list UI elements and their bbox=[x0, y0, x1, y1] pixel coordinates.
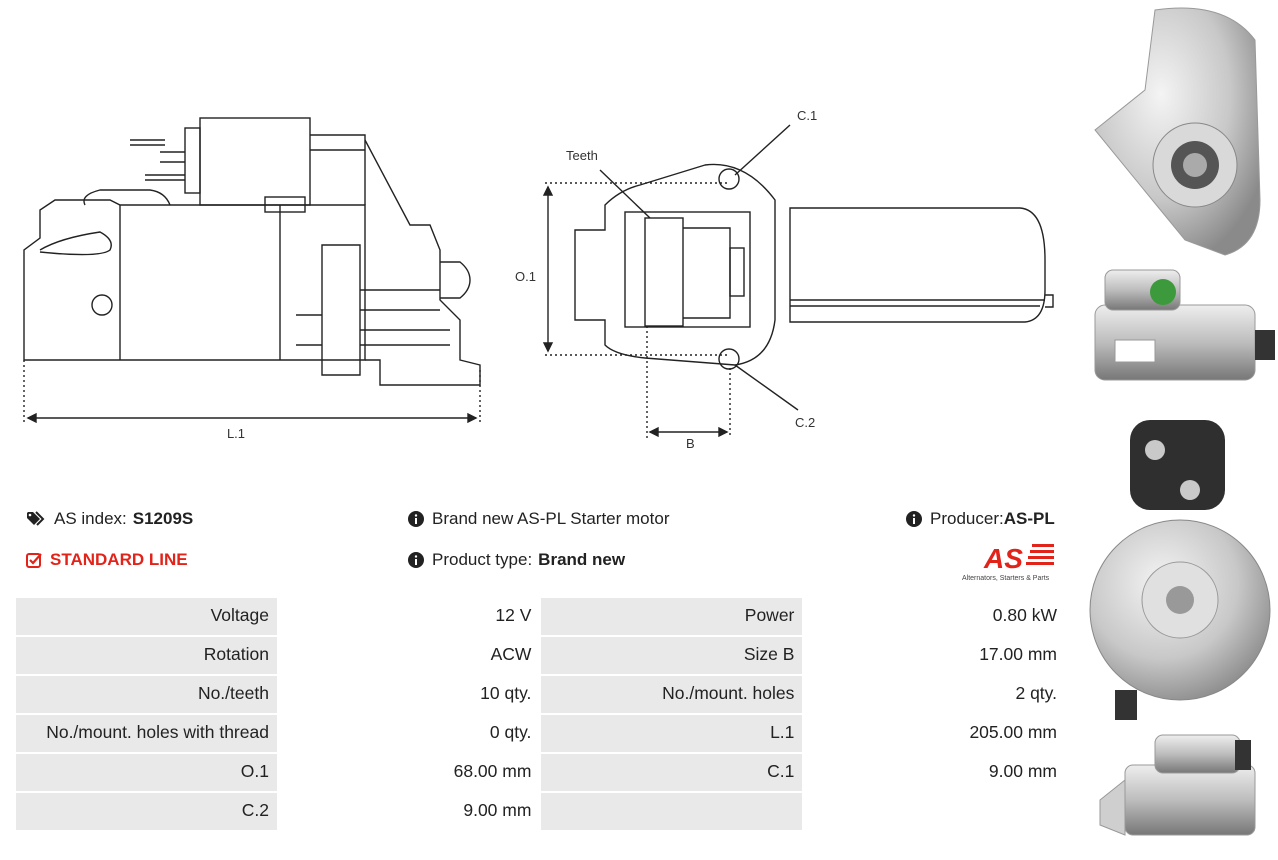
spec-value: 68.00 mm bbox=[278, 754, 540, 791]
spec-label: O.1 bbox=[16, 754, 277, 791]
standard-line-text: STANDARD LINE bbox=[50, 550, 188, 569]
spec-label: Power bbox=[541, 598, 803, 635]
spec-label: Rotation bbox=[16, 637, 277, 674]
label-teeth: Teeth bbox=[566, 148, 598, 163]
label-l1: L.1 bbox=[227, 426, 245, 441]
spec-label: No./mount. holes bbox=[541, 676, 803, 713]
label-o1: O.1 bbox=[515, 269, 536, 284]
starter-front-view bbox=[542, 124, 1054, 438]
standard-line: STANDARD LINE bbox=[26, 550, 188, 570]
spec-value: 17.00 mm bbox=[804, 637, 1065, 674]
spec-value: 2 qty. bbox=[804, 676, 1065, 713]
producer: Producer: AS-PL bbox=[906, 509, 1055, 529]
product-type: Product type: Brand new bbox=[408, 550, 625, 570]
starter-side-view bbox=[23, 117, 481, 386]
spec-value: 12 V bbox=[278, 598, 540, 635]
spec-label: C.2 bbox=[16, 793, 277, 830]
spec-value bbox=[804, 793, 1065, 830]
dimension-l1 bbox=[23, 360, 481, 424]
as-index-label: AS index: bbox=[54, 509, 127, 528]
technical-drawing: L.1 O.1 C.1 C.2 B Teeth bbox=[23, 108, 1054, 451]
spec-value: 205.00 mm bbox=[804, 715, 1065, 752]
product-type-label: Product type: bbox=[432, 550, 533, 569]
info-icon bbox=[906, 511, 922, 527]
photo-rear bbox=[1089, 420, 1271, 720]
logo-text: AS bbox=[983, 543, 1023, 574]
spec-value: 0.80 kW bbox=[804, 598, 1065, 635]
product-photos bbox=[1089, 7, 1275, 836]
as-logo: AS Alternators, Starters & Parts bbox=[962, 543, 1054, 582]
spec-label: No./teeth bbox=[16, 676, 277, 713]
spec-value: 10 qty. bbox=[278, 676, 540, 713]
info-icon bbox=[408, 511, 424, 527]
info-icon bbox=[408, 552, 424, 568]
spec-value: 9.00 mm bbox=[278, 793, 540, 830]
producer-value: AS-PL bbox=[1003, 509, 1055, 528]
check-square-icon bbox=[26, 553, 42, 568]
as-index-value: S1209S bbox=[132, 509, 194, 528]
spec-label: C.1 bbox=[541, 754, 803, 791]
spec-value: 9.00 mm bbox=[804, 754, 1065, 791]
spec-label: L.1 bbox=[541, 715, 803, 752]
logo-tagline: Alternators, Starters & Parts bbox=[962, 575, 1050, 582]
spec-label bbox=[541, 793, 803, 830]
tags-icon bbox=[27, 511, 45, 526]
photo-front bbox=[1094, 7, 1261, 256]
spec-value: ACW bbox=[278, 637, 540, 674]
label-c1: C.1 bbox=[797, 108, 817, 123]
label-c2: C.2 bbox=[795, 415, 815, 430]
product-type-value: Brand new bbox=[538, 550, 626, 569]
spec-value: 0 qty. bbox=[278, 715, 540, 752]
description-text: Brand new AS-PL Starter motor bbox=[432, 509, 670, 528]
as-index: AS index: S1209S bbox=[26, 509, 193, 529]
spec-label: No./mount. holes with thread bbox=[16, 715, 277, 752]
description: Brand new AS-PL Starter motor bbox=[408, 509, 669, 529]
photo-side-bottom bbox=[1099, 734, 1256, 836]
spec-label: Voltage bbox=[16, 598, 277, 635]
photo-side-top bbox=[1094, 269, 1275, 381]
producer-label: Producer: bbox=[930, 509, 1004, 528]
label-b: B bbox=[686, 436, 695, 451]
spec-label: Size B bbox=[541, 637, 803, 674]
